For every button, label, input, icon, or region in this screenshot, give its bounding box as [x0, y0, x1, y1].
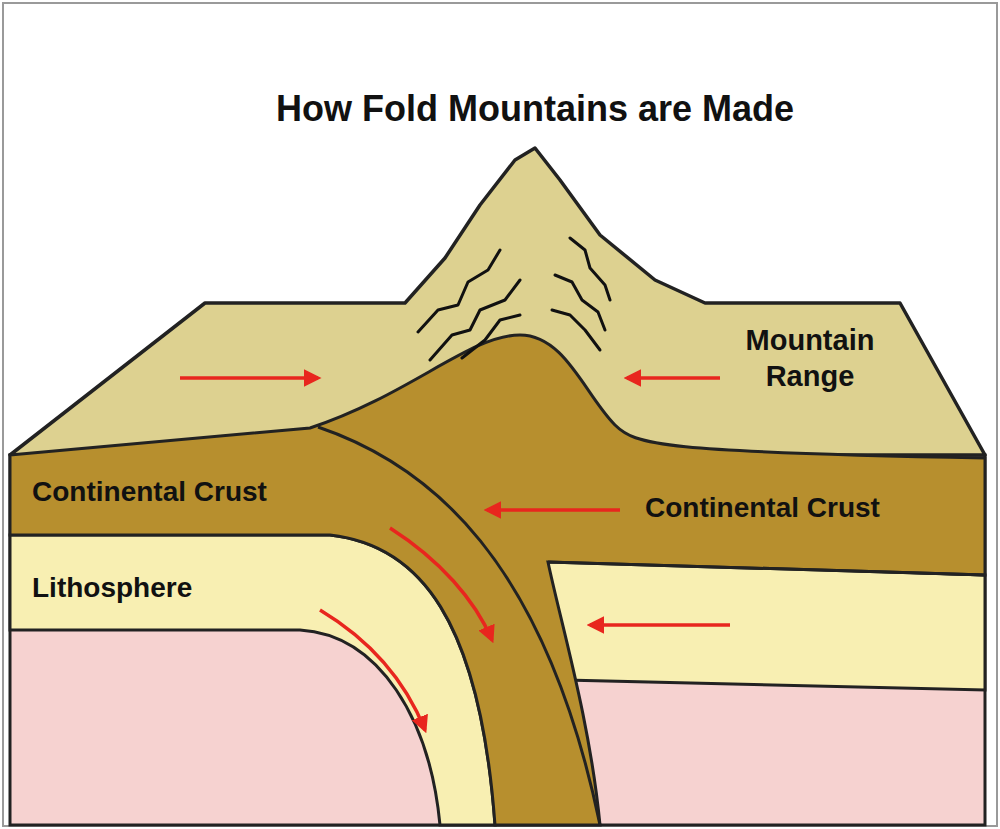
part-label: Continental Crust [645, 490, 880, 525]
force-arrows [180, 378, 730, 730]
part-label: Lithosphere [32, 570, 192, 605]
diagram-title: How Fold Mountains are Made [276, 86, 794, 131]
continental-crust [10, 335, 985, 825]
plate-boundary [318, 427, 600, 825]
crust-base [548, 562, 985, 575]
part-label: Continental Crust [32, 474, 267, 509]
lithosphere-right [540, 560, 985, 690]
frame [3, 3, 997, 826]
fold-cracks [418, 238, 610, 360]
part-label: Mountain Range [725, 322, 895, 395]
